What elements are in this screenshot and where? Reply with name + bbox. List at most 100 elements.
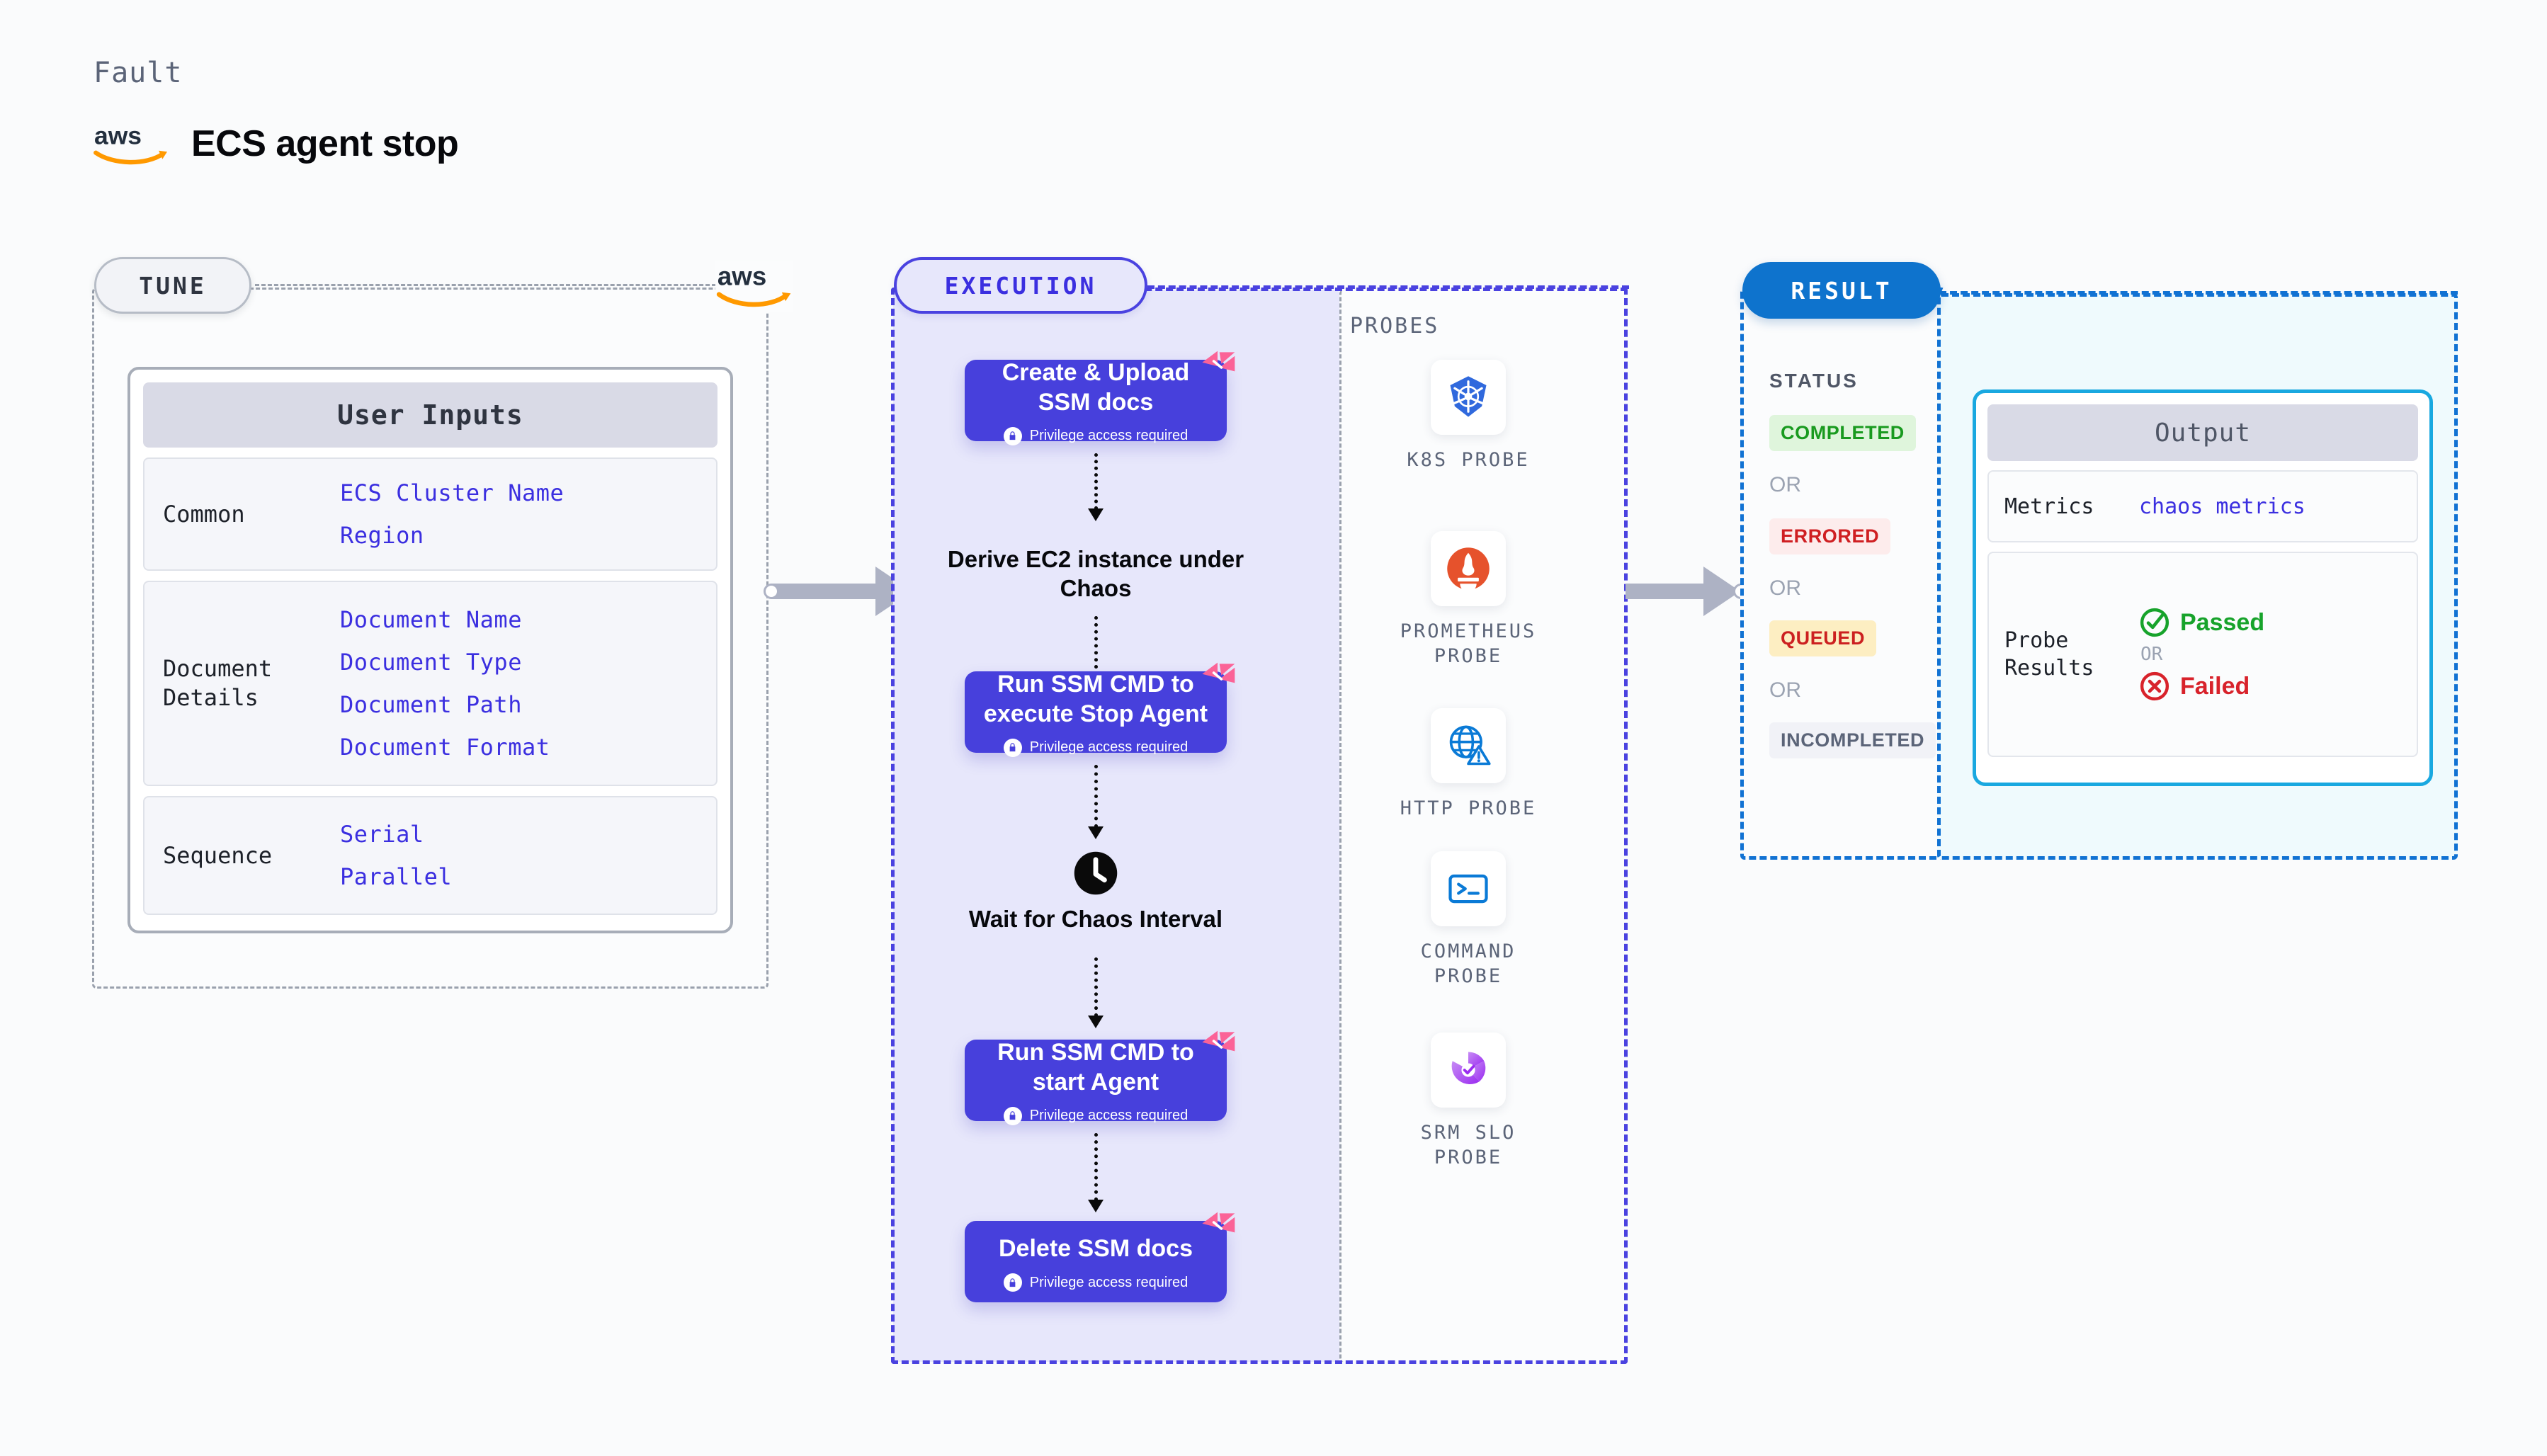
check-circle-icon [2140,608,2169,637]
page-title: ECS agent stop [191,123,459,164]
execution-node-create-upload-ssm-docs[interactable]: Create & Upload SSM docs Privilege acces… [965,351,1235,445]
litmus-flag-icon [1202,1030,1235,1052]
metrics-value[interactable]: chaos metrics [2139,494,2305,519]
execution-node-wait-for-chaos-interval: Wait for Chaos Interval [947,850,1244,934]
probe-tile [1431,708,1506,783]
probe-label: K8S PROBE [1407,449,1530,471]
tune-section-sequence: Sequence Serial Parallel [143,796,717,915]
status-or: OR [1769,473,1801,496]
node-title: Run SSM CMD to start Agent [997,1039,1194,1096]
probe-label: HTTP PROBE [1400,797,1537,819]
tune-value[interactable]: Serial [340,821,424,848]
flow-connector [1088,957,1104,1028]
tune-value[interactable]: Region [340,522,424,549]
execution-node-delete-ssm-docs[interactable]: Delete SSM docs Privilege access require… [965,1212,1235,1302]
probe-results-values: Passed OR Failed [2139,607,2264,702]
probes-fill [1339,290,1626,1362]
probe-prometheus[interactable]: PROMETHEUS PROBE [1387,531,1550,669]
node-note-text: Privilege access required [1029,1108,1189,1124]
lock-icon [1003,738,1022,757]
output-title: Output [1987,404,2418,461]
failed-label: Failed [2180,672,2250,700]
status-or: OR [1769,678,1801,702]
tune-value[interactable]: Document Name [340,606,522,633]
fault-kicker: Fault [93,57,183,89]
tune-value[interactable]: Document Path [340,691,522,718]
tune-value[interactable]: Document Type [340,649,522,676]
result-chip[interactable]: RESULT [1742,262,1941,319]
execution-node-run-ssm-cmd-stop-agent[interactable]: Run SSM CMD to execute Stop Agent Privil… [965,662,1235,757]
probe-k8s[interactable]: K8S PROBE [1387,360,1550,472]
tune-section-document-details: Document Details Document Name Document … [143,581,717,786]
probe-result-or: OR [2140,644,2163,665]
execution-chip[interactable]: EXECUTION [894,257,1147,314]
flow-connector [1088,453,1104,521]
output-section-metrics: Metrics chaos metrics [1987,470,2418,542]
node-note: Privilege access required [1003,426,1189,445]
execution-fill [893,290,1339,1362]
tune-section-label: Common [163,500,245,528]
node-note-text: Privilege access required [1029,1274,1189,1290]
tune-section-values: Serial Parallel [340,821,452,890]
arrow-start-dot [764,584,779,599]
node-note-text: Privilege access required [1029,739,1189,756]
passed-label: Passed [2180,608,2265,636]
tune-section-label: Document Details [163,655,273,711]
tune-value[interactable]: Parallel [340,863,453,890]
result-connector-line [1939,291,2458,295]
litmus-flag-icon [1202,662,1235,683]
probe-label: SRM SLO PROBE [1420,1122,1516,1169]
status-badge-queued: QUEUED [1769,620,1877,656]
probe-tile [1431,851,1506,926]
user-inputs-card: User Inputs Common ECS Cluster Name Regi… [127,367,733,933]
probe-srm-slo[interactable]: SRM SLO PROBE [1387,1033,1550,1170]
probe-results-label: Probe Results [2004,628,2094,681]
tune-connector-line [255,284,722,286]
execution-node-run-ssm-cmd-start-agent[interactable]: Run SSM CMD to start Agent Privilege acc… [965,1030,1235,1125]
output-section-probe-results: Probe Results Passed OR Failed [1987,552,2418,757]
tune-section-label: Sequence [163,841,273,869]
status-or: OR [1769,576,1801,600]
node-note: Privilege access required [1003,738,1189,757]
execution-connector-line [1147,285,1629,289]
metrics-label: Metrics [2004,494,2094,519]
svg-text:aws: aws [94,122,142,150]
output-card: Output Metrics chaos metrics Probe Resul… [1973,389,2433,786]
fault-title-row: aws ECS agent stop [92,119,459,169]
http-globe-icon [1449,725,1491,766]
probes-title: PROBES [1350,314,1440,339]
probe-label: PROMETHEUS PROBE [1400,620,1537,668]
node-note-text: Privilege access required [1029,428,1189,444]
probe-result-failed: Failed [2139,671,2264,702]
flow-connector [1088,1133,1104,1212]
tune-section-values: ECS Cluster Name Region [340,479,564,549]
tune-chip[interactable]: TUNE [94,257,251,314]
kubernetes-icon [1450,376,1487,417]
user-inputs-title: User Inputs [143,382,717,448]
probe-command[interactable]: COMMAND PROBE [1387,851,1550,989]
tune-section-common: Common ECS Cluster Name Region [143,457,717,571]
clock-icon [1074,851,1118,895]
lock-icon [1003,426,1022,445]
execution-to-result-arrow [1626,567,1742,616]
lock-icon [1003,1273,1022,1292]
node-title: Run SSM CMD to execute Stop Agent [983,671,1208,727]
litmus-flag-icon [1202,351,1235,372]
probe-tile [1431,531,1506,606]
probe-http[interactable]: HTTP PROBE [1387,708,1550,821]
node-title: Create & Upload SSM docs [1002,359,1190,416]
status-badge-completed: COMPLETED [1769,415,1916,451]
node-note: Privilege access required [1003,1273,1189,1292]
probe-tile [1431,360,1506,435]
srm-slo-icon [1451,1052,1486,1084]
x-circle-icon [2140,671,2169,701]
tune-value[interactable]: Document Format [340,734,550,761]
execution-panel [891,288,1628,1364]
status-panel [1740,288,1946,860]
node-title: Delete SSM docs [999,1234,1193,1262]
execution-node-derive-ec2-instance: Derive EC2 instance under Chaos [947,546,1244,601]
litmus-flag-icon [1202,1212,1235,1233]
probe-result-passed: Passed [2139,607,2264,638]
tune-value[interactable]: ECS Cluster Name [340,479,565,506]
